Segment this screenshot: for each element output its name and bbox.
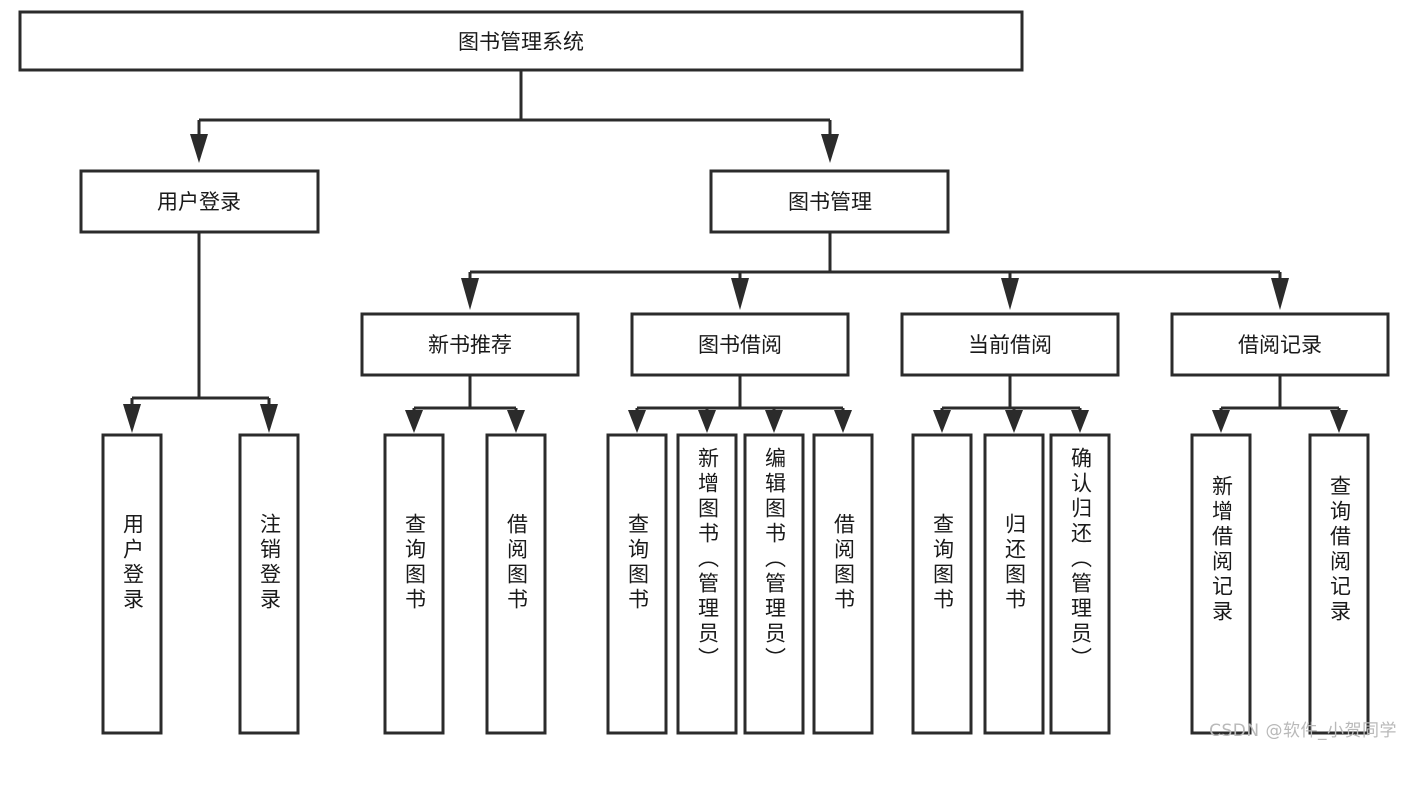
node-leaf-confirm-return-admin-box[interactable] [1049, 433, 1111, 735]
node-leaf-borrow-book-box[interactable] [812, 433, 874, 735]
node-user-login-box[interactable] [79, 169, 320, 234]
node-root-label: 图书管理系统 [458, 30, 584, 54]
node-root-box[interactable] [18, 10, 1024, 72]
node-new-book-recommend-label: 新书推荐 [428, 333, 512, 357]
arrow-head-to-user-login [190, 134, 208, 163]
hierarchy-diagram-svg: 图书管理系统 用户登录 图书管理 新书推荐 图书借阅 当前借阅 借阅记录 [18, 10, 1390, 735]
node-leaf-query-borrow-record-box[interactable] [1308, 433, 1370, 735]
connector-group-borrow-record-to-leaves [1212, 375, 1348, 433]
node-leaf-query-book-borrow-box[interactable] [606, 433, 668, 735]
node-leaf-add-borrow-record-box[interactable] [1190, 433, 1252, 735]
node-book-management-label: 图书管理 [788, 190, 872, 214]
arrow-head-new-book-recommend [461, 278, 479, 310]
arrow-head-leaf-query-borrow-record [1330, 410, 1348, 433]
node-leaf-return-book-box[interactable] [983, 433, 1045, 735]
diagram-canvas: 图书管理系统 用户登录 图书管理 新书推荐 图书借阅 当前借阅 借阅记录 [18, 10, 1397, 741]
arrow-head-leaf-add-book-admin [698, 410, 716, 433]
arrow-head-leaf-confirm-return-admin [1071, 410, 1089, 433]
node-borrow-record-label: 借阅记录 [1238, 333, 1322, 357]
node-leaf-edit-book-admin-box[interactable] [743, 433, 805, 735]
connector-group-book-borrow-to-leaves [628, 375, 852, 433]
node-user-login[interactable]: 用户登录 [79, 169, 320, 234]
node-current-borrow-label: 当前借阅 [968, 333, 1052, 357]
node-leaf-borrow-book-recommend-box[interactable] [485, 433, 547, 735]
node-book-borrow-label: 图书借阅 [698, 333, 782, 357]
arrow-head-leaf-return-book [1005, 410, 1023, 433]
node-borrow-record-box[interactable] [1170, 312, 1390, 377]
csdn-watermark: CSDN @软件_小贺同学 [1209, 721, 1397, 741]
connector-group-current-borrow-to-leaves [933, 375, 1089, 433]
node-book-management-box[interactable] [709, 169, 950, 234]
arrow-head-leaf-query-book-current [933, 410, 951, 433]
arrow-head-leaf-borrow-book-recommend [507, 410, 525, 433]
node-new-book-recommend-box[interactable] [360, 312, 580, 377]
node-leaf-user-login-box[interactable] [101, 433, 163, 735]
arrow-head-leaf-edit-book-admin [765, 410, 783, 433]
node-leaf-query-book-recommend-box[interactable] [383, 433, 445, 735]
node-user-login-label: 用户登录 [157, 190, 241, 214]
arrow-head-current-borrow [1001, 278, 1019, 310]
connector-group-root-to-level2 [190, 70, 839, 163]
arrow-head-leaf-logout-login [260, 404, 278, 433]
node-borrow-record[interactable]: 借阅记录 [1170, 312, 1390, 377]
arrow-head-borrow-record [1271, 278, 1289, 310]
arrow-head-leaf-add-borrow-record [1212, 410, 1230, 433]
node-current-borrow-box[interactable] [900, 312, 1120, 377]
node-new-book-recommend[interactable]: 新书推荐 [360, 312, 580, 377]
node-book-management[interactable]: 图书管理 [709, 169, 950, 234]
connector-group-user-login-to-leaves [123, 232, 278, 433]
connector-group-book-management-to-level3 [461, 232, 1289, 310]
node-root[interactable]: 图书管理系统 [18, 10, 1024, 72]
connector-group-new-book-recommend-to-leaves [405, 375, 525, 433]
node-book-borrow-box[interactable] [630, 312, 850, 377]
node-leaf-logout-login-box[interactable] [238, 433, 300, 735]
arrow-head-leaf-query-book-recommend [405, 410, 423, 433]
arrow-head-leaf-borrow-book [834, 410, 852, 433]
arrow-head-leaf-user-login [123, 404, 141, 433]
node-book-borrow[interactable]: 图书借阅 [630, 312, 850, 377]
arrow-head-book-borrow [731, 278, 749, 310]
arrow-head-leaf-query-book-borrow [628, 410, 646, 433]
node-current-borrow[interactable]: 当前借阅 [900, 312, 1120, 377]
node-leaf-add-book-admin-box[interactable] [676, 433, 738, 735]
node-leaf-query-book-current-box[interactable] [911, 433, 973, 735]
arrow-head-to-book-management [821, 134, 839, 163]
